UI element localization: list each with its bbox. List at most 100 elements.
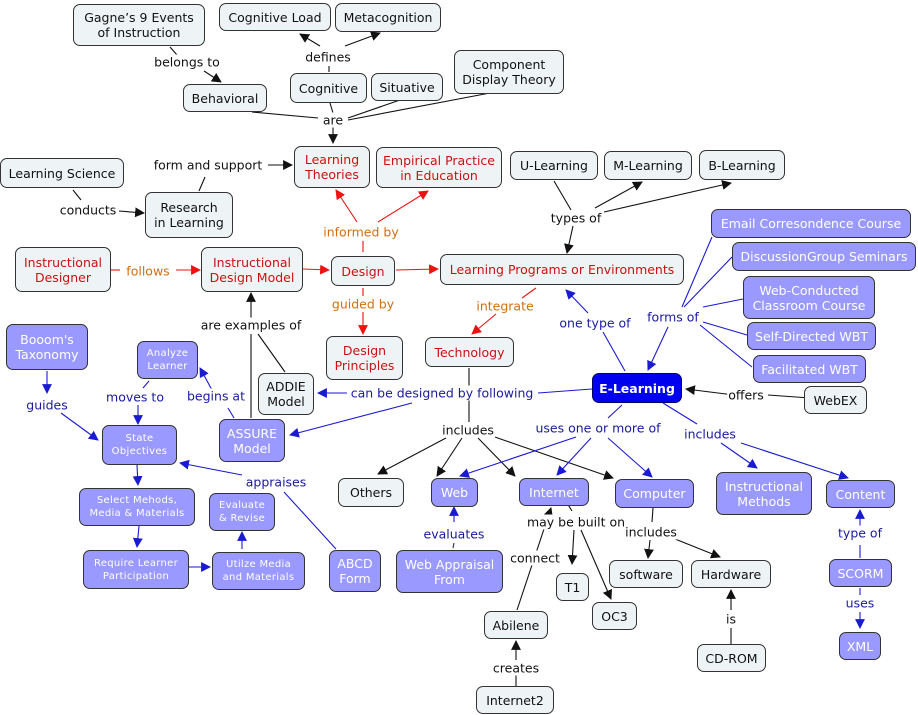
link bbox=[142, 380, 150, 389]
node-web[interactable]: Web bbox=[431, 478, 478, 507]
link-label-uses-one-or-more-of: uses one or more of bbox=[534, 420, 662, 436]
link bbox=[594, 181, 643, 209]
link bbox=[395, 264, 439, 275]
node-evaluate-and-revise[interactable]: Evaluate & Revise bbox=[209, 493, 275, 531]
link-label-guided-by: guided by bbox=[330, 296, 396, 312]
link bbox=[257, 333, 286, 373]
link-label-conducts: conducts bbox=[58, 202, 118, 218]
node-abcd-form[interactable]: ABCD Form bbox=[329, 550, 381, 592]
node-design-principles[interactable]: Design Principles bbox=[326, 336, 403, 380]
node-component-display-theory[interactable]: Component Display Theory bbox=[454, 50, 564, 94]
link-label-guides: guides bbox=[25, 397, 69, 413]
link-label-form-and-support: form and support bbox=[152, 157, 264, 173]
node-others[interactable]: Others bbox=[338, 478, 404, 507]
link-label-defines: defines bbox=[304, 49, 352, 65]
node-learning-science[interactable]: Learning Science bbox=[0, 158, 124, 188]
node-instructional-methods[interactable]: Instructional Methods bbox=[716, 472, 812, 515]
link-label-is: is bbox=[725, 611, 737, 627]
node-oc3[interactable]: OC3 bbox=[592, 602, 637, 630]
link bbox=[647, 326, 669, 371]
link bbox=[564, 225, 574, 254]
link-label-evaluates: evaluates bbox=[422, 526, 486, 542]
node-analyze-learner[interactable]: Analyze Learner bbox=[137, 341, 198, 379]
node-design[interactable]: Design bbox=[331, 256, 395, 286]
link bbox=[537, 388, 593, 394]
node-select-methods-media-materials[interactable]: Select Mehods, Media & Materials bbox=[79, 488, 195, 526]
node-m-learning[interactable]: M-Learning bbox=[604, 151, 692, 180]
link-label-informed-by: informed by bbox=[322, 224, 400, 240]
node-e-learning[interactable]: E-Learning bbox=[592, 373, 682, 403]
node-b-learning[interactable]: B-Learning bbox=[699, 150, 785, 180]
node-blooms-taxonomy[interactable]: Booom's Taxonomy bbox=[6, 324, 88, 370]
node-computer[interactable]: Computer bbox=[615, 479, 694, 508]
node-u-learning[interactable]: U-Learning bbox=[510, 151, 598, 180]
link bbox=[344, 31, 381, 47]
link-label-belongs-to: belongs to bbox=[153, 54, 221, 70]
node-require-learner-participation[interactable]: Require Learner Participation bbox=[83, 550, 189, 589]
link bbox=[521, 287, 537, 299]
link bbox=[335, 189, 358, 223]
link bbox=[283, 491, 337, 550]
node-self-directed-wbt[interactable]: Self-Directed WBT bbox=[747, 322, 876, 350]
node-facilitated-wbt[interactable]: Facilitated WBT bbox=[753, 355, 866, 383]
link bbox=[199, 367, 213, 391]
node-technology[interactable]: Technology bbox=[425, 337, 514, 367]
node-internet2[interactable]: Internet2 bbox=[476, 686, 554, 714]
link bbox=[60, 412, 99, 441]
link bbox=[477, 437, 516, 477]
node-learning-theories[interactable]: Learning Theories bbox=[294, 146, 370, 188]
node-assure-model[interactable]: ASSURE Model bbox=[219, 419, 285, 462]
node-scorm[interactable]: SCORM bbox=[829, 559, 892, 587]
link bbox=[674, 538, 721, 559]
link bbox=[556, 437, 592, 476]
node-state-objectives[interactable]: State Objectives bbox=[102, 425, 177, 465]
node-empirical-practice[interactable]: Empirical Practice in Education bbox=[376, 147, 502, 188]
node-discussiongroup-seminars[interactable]: DiscussionGroup Seminars bbox=[732, 242, 916, 271]
node-software[interactable]: software bbox=[609, 560, 683, 588]
node-gagnes-9-events[interactable]: Gagne’s 9 Events of Instruction bbox=[73, 4, 205, 46]
node-web-conducted-classroom-course[interactable]: Web-Conducted Classroom Course bbox=[743, 276, 875, 319]
link bbox=[302, 264, 330, 275]
node-web-appraisal-form[interactable]: Web Appraisal From bbox=[396, 550, 503, 593]
node-hardware[interactable]: Hardware bbox=[691, 560, 771, 588]
link-label-may-be-built-on: may be built on bbox=[525, 514, 627, 530]
node-email-correspondence-course[interactable]: Email Corresondence Course bbox=[711, 209, 911, 238]
node-cognitive-load[interactable]: Cognitive Load bbox=[219, 3, 331, 31]
link bbox=[702, 321, 748, 336]
link bbox=[118, 207, 145, 218]
node-utilize-media-and-materials[interactable]: Utilze Media and Materials bbox=[212, 552, 305, 590]
link-label-appraises: appraises bbox=[244, 474, 308, 490]
link-label-moves-to: moves to bbox=[105, 389, 165, 405]
node-addie-model[interactable]: ADDIE Model bbox=[258, 373, 314, 415]
link bbox=[685, 385, 735, 396]
link bbox=[565, 289, 589, 314]
node-xml[interactable]: XML bbox=[839, 632, 881, 660]
node-behavioral[interactable]: Behavioral bbox=[183, 84, 267, 112]
node-abilene[interactable]: Abilene bbox=[484, 611, 548, 639]
link bbox=[347, 92, 491, 121]
node-instructional-designer[interactable]: Instructional Designer bbox=[15, 247, 111, 292]
link bbox=[347, 99, 401, 119]
node-situative[interactable]: Situative bbox=[371, 73, 443, 101]
link bbox=[567, 529, 578, 565]
node-cognitive[interactable]: Cognitive bbox=[290, 73, 367, 103]
link bbox=[198, 176, 206, 192]
node-content[interactable]: Content bbox=[826, 480, 895, 508]
node-learning-programs-or-environments[interactable]: Learning Programs or Environments bbox=[440, 254, 684, 285]
link bbox=[179, 459, 243, 476]
node-t1[interactable]: T1 bbox=[556, 573, 589, 601]
node-research-in-learning[interactable]: Research in Learning bbox=[145, 192, 233, 238]
node-webex[interactable]: WebEX bbox=[804, 386, 867, 414]
node-metacognition[interactable]: Metacognition bbox=[335, 3, 441, 32]
link-label-are-examples-of: are examples of bbox=[199, 317, 303, 333]
node-cd-rom[interactable]: CD-ROM bbox=[697, 644, 766, 672]
link bbox=[651, 507, 654, 523]
node-instructional-design-model[interactable]: Instructional Design Model bbox=[201, 247, 303, 292]
link-label-can-be-designed-by-following: can be designed by following bbox=[349, 385, 535, 401]
link bbox=[203, 70, 222, 83]
link bbox=[377, 190, 429, 223]
node-internet[interactable]: Internet bbox=[519, 478, 589, 506]
link bbox=[289, 402, 413, 438]
link bbox=[553, 180, 572, 211]
link-label-are: are bbox=[321, 112, 345, 128]
